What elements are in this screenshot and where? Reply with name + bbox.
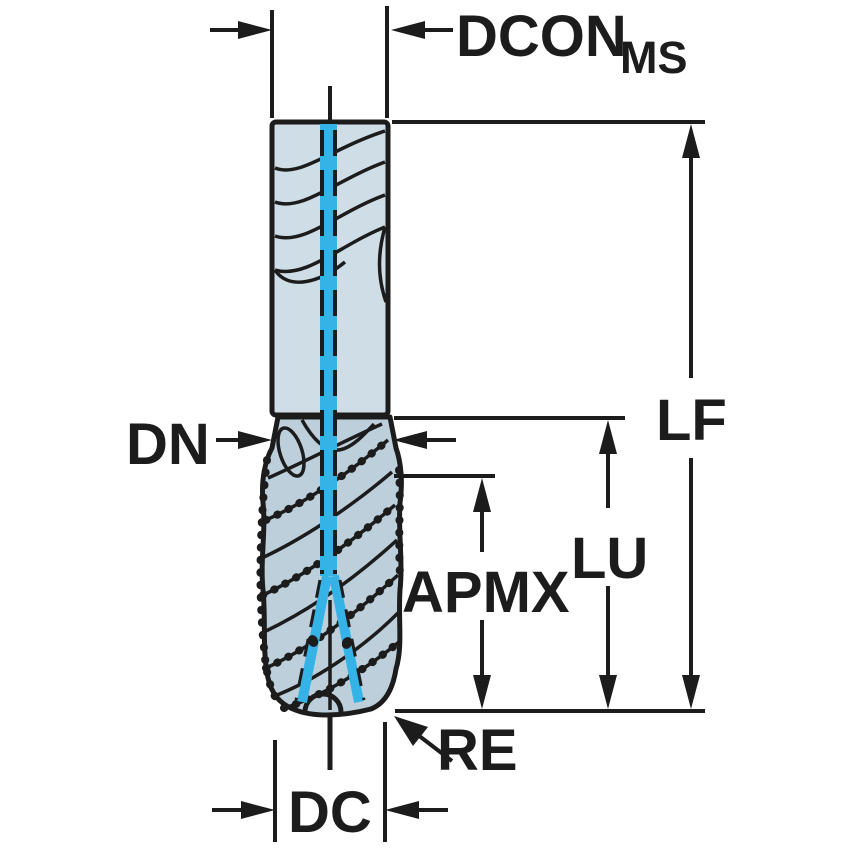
dcon-arrow-left [238,21,272,39]
dim-lu: LU [394,416,648,709]
dim-dc: DC [212,722,448,845]
apmx-label: APMX [402,560,570,625]
lu-label: LU [571,526,648,591]
dc-label: DC [288,780,372,845]
dn-label: DN [126,412,210,477]
end-mill-tool [256,86,404,770]
dcon-arrow-right [391,21,425,39]
dc-arrow-right [385,801,419,819]
dim-apmx: APMX [394,474,570,709]
lf-arrow-down [682,675,700,709]
dn-arrow-left [238,431,272,449]
lf-label: LF [656,388,727,453]
dim-dn: DN [126,412,456,477]
dim-re: RE [394,716,518,783]
coolant-hole-right [341,637,353,649]
lu-arrow-down [599,675,617,709]
bottom-tooth-arch [302,691,344,713]
dn-arrow-right [393,431,427,449]
dim-dcon: DCON MS [210,4,688,118]
coolant-hole-left [307,635,319,647]
edge-serration-left [256,456,284,708]
apmx-arrow-up [473,478,491,512]
re-label: RE [437,718,518,783]
lu-arrow-up [599,420,617,454]
lf-arrow-up [682,124,700,158]
dim-lf: LF [392,120,727,713]
dcon-sub-label: MS [620,32,688,83]
edge-serration-right [395,466,404,579]
apmx-arrow-down [473,675,491,709]
dc-arrow-left [241,801,275,819]
dcon-label: DCON [456,4,627,69]
re-arrow [394,716,428,746]
coolant-centerline [294,86,366,770]
